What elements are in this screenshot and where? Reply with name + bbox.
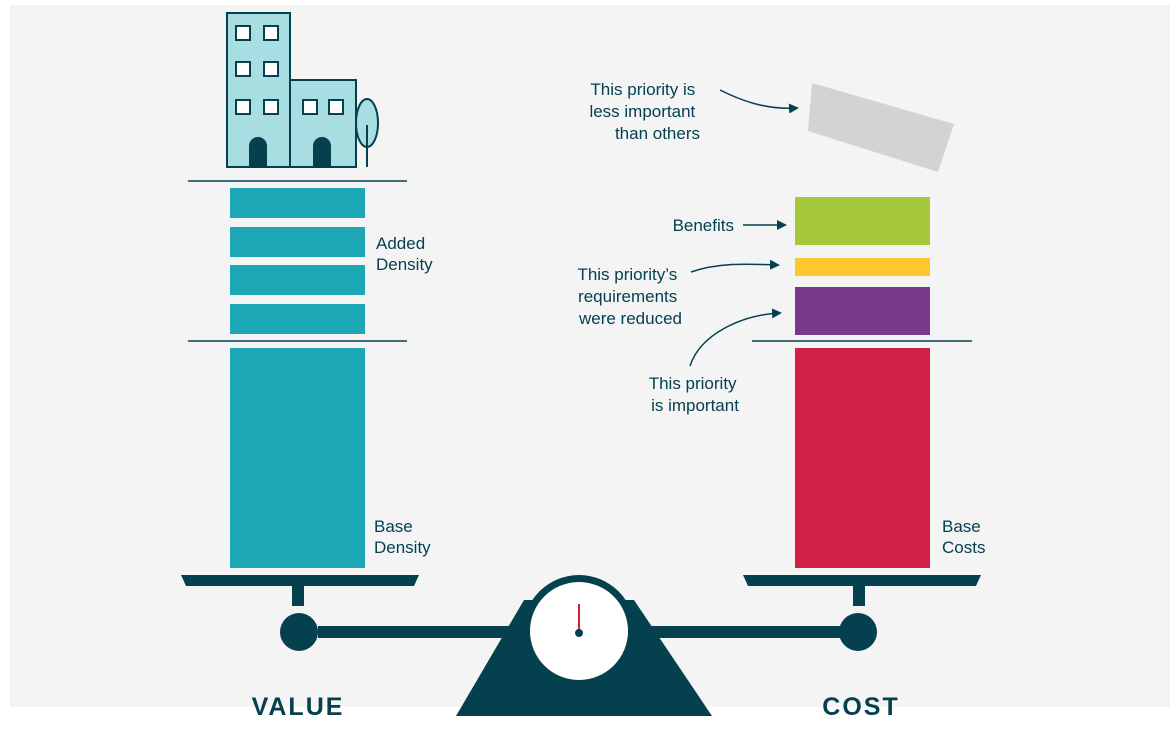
- reduced-arrow: [690, 259, 780, 273]
- building-illustration: [226, 12, 379, 168]
- reduced-priority-block: [795, 258, 930, 276]
- added-density-label: Added Density: [376, 234, 433, 274]
- building-windows: [235, 25, 344, 115]
- important-annotation: This priority is important: [649, 374, 742, 415]
- important-priority-block: [795, 287, 930, 335]
- benefits-block: [795, 197, 930, 245]
- benefits-annotation: Benefits: [673, 216, 734, 235]
- less-important-block: [808, 83, 954, 172]
- value-caption: VALUE: [252, 693, 345, 721]
- left-scale-pan: [181, 575, 419, 586]
- base-density-label: Base Density: [374, 517, 431, 557]
- important-arrow: [689, 308, 782, 367]
- right-pan-post: [853, 586, 865, 606]
- base-costs-block: [795, 348, 930, 568]
- tall-building-door: [249, 137, 267, 167]
- added-density-blocks: [230, 188, 365, 334]
- base-costs-label: Base Costs: [942, 517, 985, 557]
- left-pivot-knob: [280, 613, 318, 651]
- gauge-pivot: [575, 629, 583, 637]
- right-pivot-knob: [839, 613, 877, 651]
- left-pan-post: [292, 586, 304, 606]
- base-density-block: [230, 348, 365, 568]
- right-scale-pan: [743, 575, 981, 586]
- less-important-arrow: [719, 89, 799, 114]
- cost-caption: COST: [822, 693, 899, 721]
- short-building-door: [313, 137, 331, 167]
- less-important-annotation: This priority is less important than oth…: [589, 80, 700, 143]
- reduced-annotation: This priority’s requirements were reduce…: [577, 265, 682, 328]
